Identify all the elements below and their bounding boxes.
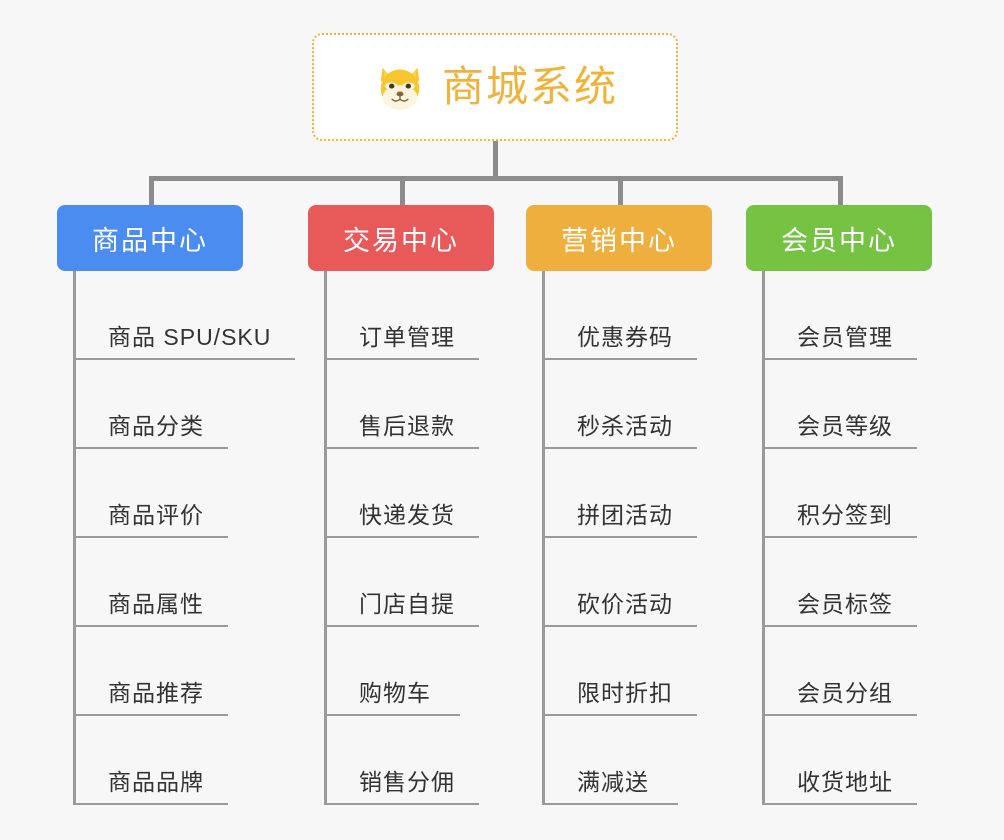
leaf-item[interactable]: 商品推荐 xyxy=(73,627,228,716)
leaf-item[interactable]: 商品品牌 xyxy=(73,716,228,805)
leaf-label: 购物车 xyxy=(359,680,431,706)
leaf-label: 优惠券码 xyxy=(577,324,673,350)
leaf-label: 销售分佣 xyxy=(359,769,455,795)
branch-header-marketing[interactable]: 营销中心 xyxy=(526,205,712,271)
leaf-item[interactable]: 优惠券码 xyxy=(542,271,697,360)
leaf-label: 限时折扣 xyxy=(577,680,673,706)
leaf-item[interactable]: 会员标签 xyxy=(762,538,917,627)
connector-drop-4 xyxy=(838,176,843,206)
leaf-list-product: 商品 SPU/SKU 商品分类 商品评价 商品属性 商品推荐 商品品牌 xyxy=(57,271,295,805)
leaf-label: 售后退款 xyxy=(359,413,455,439)
leaf-item[interactable]: 门店自提 xyxy=(324,538,479,627)
branch-header-label: 交易中心 xyxy=(343,225,459,256)
root-node[interactable]: 商城系统 xyxy=(312,33,678,141)
leaf-item[interactable]: 商品 SPU/SKU xyxy=(73,271,295,360)
leaf-label: 收货地址 xyxy=(797,769,893,795)
connector-drop-3 xyxy=(618,176,623,206)
leaf-list-trade: 订单管理 售后退款 快递发货 门店自提 购物车 销售分佣 xyxy=(308,271,494,805)
leaf-item[interactable]: 收货地址 xyxy=(762,716,917,805)
leaf-label: 商品推荐 xyxy=(108,680,204,706)
leaf-list-marketing: 优惠券码 秒杀活动 拼团活动 砍价活动 限时折扣 满减送 xyxy=(526,271,712,805)
leaf-label: 拼团活动 xyxy=(577,502,673,528)
leaf-item[interactable]: 商品分类 xyxy=(73,360,228,449)
branch-header-label: 营销中心 xyxy=(561,225,677,256)
leaf-label: 快递发货 xyxy=(359,502,455,528)
leaf-item[interactable]: 拼团活动 xyxy=(542,449,697,538)
leaf-item[interactable]: 商品属性 xyxy=(73,538,228,627)
leaf-label: 商品属性 xyxy=(108,591,204,617)
leaf-label: 商品 SPU/SKU xyxy=(108,324,272,350)
leaf-trunk-line xyxy=(73,271,76,805)
leaf-item[interactable]: 积分签到 xyxy=(762,449,917,538)
leaf-item[interactable]: 销售分佣 xyxy=(324,716,479,805)
branch-header-trade[interactable]: 交易中心 xyxy=(308,205,494,271)
leaf-label: 商品分类 xyxy=(108,413,204,439)
leaf-item[interactable]: 会员分组 xyxy=(762,627,917,716)
leaf-item[interactable]: 会员等级 xyxy=(762,360,917,449)
leaf-label: 会员等级 xyxy=(797,413,893,439)
connector-drop-2 xyxy=(400,176,405,206)
leaf-item[interactable]: 秒杀活动 xyxy=(542,360,697,449)
leaf-label: 会员管理 xyxy=(797,324,893,350)
root-title: 商城系统 xyxy=(441,63,618,110)
leaf-item[interactable]: 砍价活动 xyxy=(542,538,697,627)
leaf-item[interactable]: 快递发货 xyxy=(324,449,479,538)
leaf-label: 商品品牌 xyxy=(108,769,204,795)
leaf-label: 积分签到 xyxy=(797,502,893,528)
leaf-item[interactable]: 购物车 xyxy=(324,627,460,716)
leaf-list-member: 会员管理 会员等级 积分签到 会员标签 会员分组 收货地址 xyxy=(746,271,932,805)
leaf-label: 秒杀活动 xyxy=(577,413,673,439)
leaf-label: 会员分组 xyxy=(797,680,893,706)
branch-column-trade: 交易中心 订单管理 售后退款 快递发货 门店自提 购物车 销售分佣 xyxy=(308,205,494,805)
branch-column-marketing: 营销中心 优惠券码 秒杀活动 拼团活动 砍价活动 限时折扣 满减送 xyxy=(526,205,712,805)
branch-column-member: 会员中心 会员管理 会员等级 积分签到 会员标签 会员分组 收货地址 xyxy=(746,205,932,805)
branch-header-label: 商品中心 xyxy=(92,225,208,256)
connector-drop-1 xyxy=(149,176,154,206)
leaf-trunk-line xyxy=(542,271,545,805)
leaf-label: 满减送 xyxy=(577,769,649,795)
leaf-trunk-line xyxy=(324,271,327,805)
leaf-label: 门店自提 xyxy=(359,591,455,617)
connector-horizontal-bus xyxy=(149,176,843,181)
leaf-item[interactable]: 限时折扣 xyxy=(542,627,697,716)
leaf-trunk-line xyxy=(762,271,765,805)
leaf-item[interactable]: 满减送 xyxy=(542,716,678,805)
leaf-label: 商品评价 xyxy=(108,502,204,528)
branch-header-member[interactable]: 会员中心 xyxy=(746,205,932,271)
leaf-item[interactable]: 订单管理 xyxy=(324,271,479,360)
branch-header-label: 会员中心 xyxy=(781,225,897,256)
leaf-label: 会员标签 xyxy=(797,591,893,617)
leaf-label: 砍价活动 xyxy=(577,591,673,617)
leaf-item[interactable]: 会员管理 xyxy=(762,271,917,360)
leaf-label: 订单管理 xyxy=(359,324,455,350)
branch-column-product: 商品中心 商品 SPU/SKU 商品分类 商品评价 商品属性 商品推荐 商品品牌 xyxy=(57,205,295,805)
branch-header-product[interactable]: 商品中心 xyxy=(57,205,243,271)
shiba-dog-face-icon xyxy=(380,67,420,110)
connector-root-stem xyxy=(493,141,498,179)
leaf-item[interactable]: 售后退款 xyxy=(324,360,479,449)
leaf-item[interactable]: 商品评价 xyxy=(73,449,228,538)
